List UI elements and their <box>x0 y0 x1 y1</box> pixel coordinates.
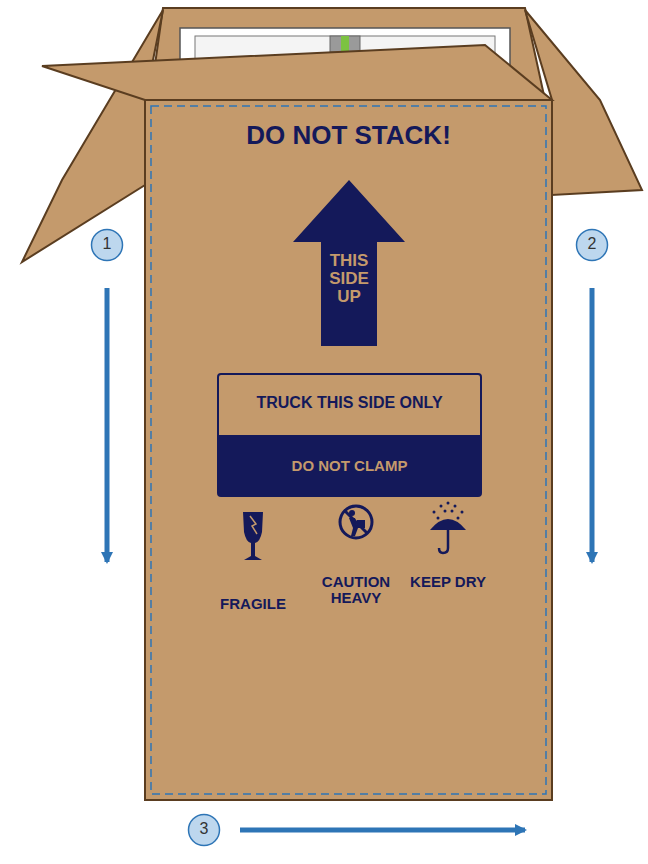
callout-number: 1 <box>90 236 124 253</box>
direction-arrow <box>590 288 595 562</box>
dashed-border <box>151 106 546 794</box>
left-flap <box>22 10 163 262</box>
callout-circle: 1 <box>90 228 124 262</box>
label-text: DO NOT CLAMP <box>217 458 482 474</box>
tape-mark <box>341 36 349 52</box>
front-flap <box>42 45 552 100</box>
warning-title: DO NOT STACK! <box>145 122 552 149</box>
label-text: TRUCK THIS SIDE ONLY <box>217 395 482 412</box>
heavy-icon <box>340 506 372 538</box>
icon-caption: KEEP DRY <box>403 574 493 590</box>
handling-label: TRUCK THIS SIDE ONLY DO NOT CLAMP <box>217 373 482 497</box>
icon-caption: FRAGILE <box>213 596 293 612</box>
box-face <box>145 100 552 800</box>
callout-number: 3 <box>187 821 221 838</box>
fragile-icon <box>243 512 263 560</box>
keep-dry-icon <box>430 502 466 554</box>
box-face: DO NOT STACK! FRAGILE CAUTION HEAVY KEEP DR… <box>145 100 552 800</box>
callout-circle: 2 <box>575 228 609 262</box>
up-arrow: THIS SIDE UP <box>293 180 405 346</box>
callout-number: 2 <box>575 236 609 253</box>
direction-arrow <box>105 288 110 562</box>
callout-circle: 3 <box>187 813 221 847</box>
direction-arrow <box>240 828 525 833</box>
arrow-caption: THIS SIDE UP <box>321 252 377 306</box>
icon-caption: CAUTION HEAVY <box>316 574 396 606</box>
tape-band <box>330 36 360 52</box>
node-outline <box>217 373 482 497</box>
